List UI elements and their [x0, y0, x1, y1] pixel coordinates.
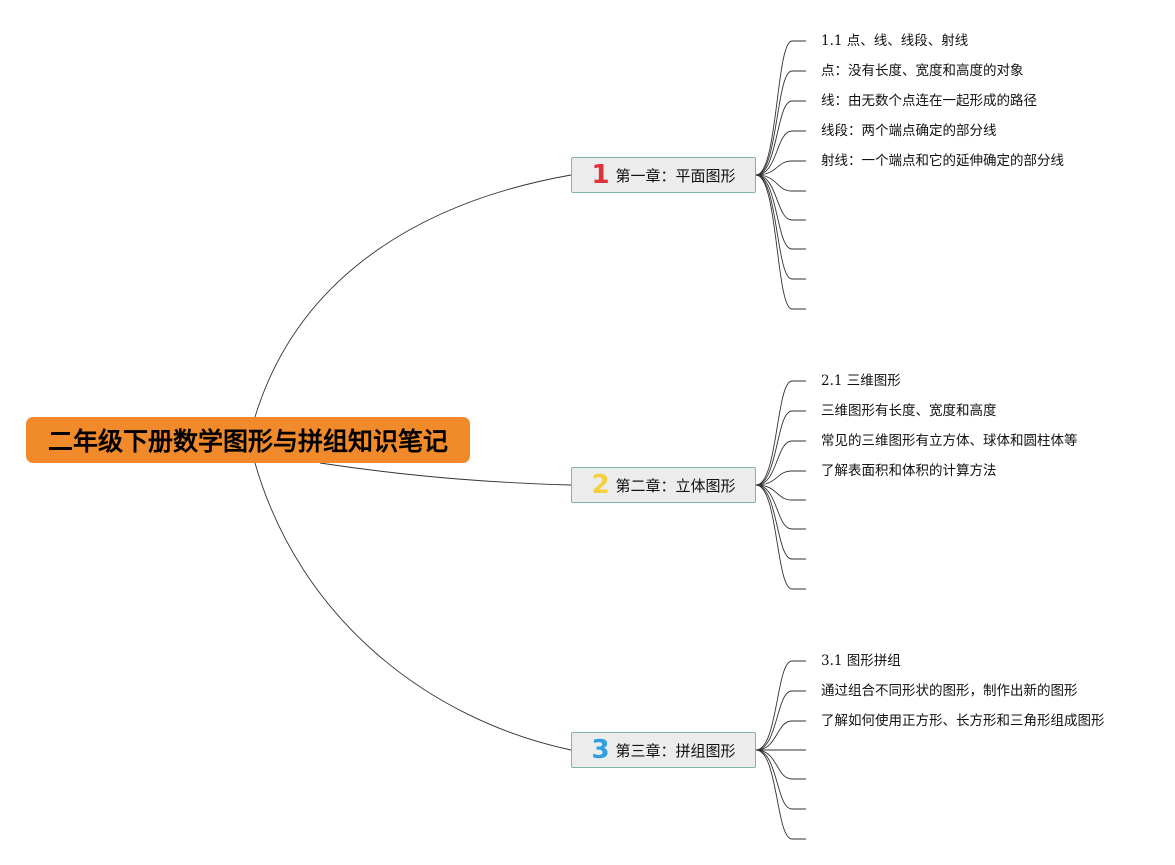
chapter-3-branch-line	[755, 749, 806, 810]
chapter-2-item[interactable]: 了解表面积和体积的计算方法	[821, 463, 997, 479]
chapter-2-branch-line	[755, 484, 806, 530]
chapter-2-branch-line	[755, 484, 806, 590]
chapter-2-node[interactable]: 2 第二章：立体图形	[571, 467, 756, 503]
central-topic-label: 二年级下册数学图形与拼组知识笔记	[47, 427, 448, 456]
chapter-3-branch-line	[755, 749, 806, 780]
root-to-chapter-3-line	[254, 462, 572, 751]
chapter-2-branch-line	[755, 440, 806, 486]
chapter-3-node[interactable]: 3 第三章：拼组图形	[571, 732, 756, 768]
chapter-2-item[interactable]: 常见的三维图形有立方体、球体和圆柱体等	[821, 433, 1078, 449]
chapter-1-branch-line	[755, 174, 806, 221]
chapter-1-item[interactable]: 1.1 点、线、线段、射线	[821, 33, 969, 49]
chapter-1-item[interactable]: 线段：两个端点确定的部分线	[821, 123, 997, 139]
chapter-3-branch-line	[755, 720, 806, 751]
chapter-2-title: 第二章：立体图形	[615, 476, 736, 495]
chapter-3-item[interactable]: 3.1 图形拼组	[821, 653, 901, 669]
chapter-2-branch-line	[755, 484, 806, 560]
chapter-1-node[interactable]: 1 第一章：平面图形	[571, 157, 756, 193]
chapter-2-branch-line	[755, 410, 806, 486]
chapter-1-branch-line	[755, 40, 806, 176]
chapter-2-branch-line	[755, 470, 806, 486]
chapter-1-item[interactable]: 点：没有长度、宽度和高度的对象	[821, 63, 1024, 79]
chapter-3-item[interactable]: 通过组合不同形状的图形，制作出新的图形	[821, 683, 1078, 699]
chapter-1-item[interactable]: 射线：一个端点和它的延伸确定的部分线	[821, 153, 1064, 169]
chapter-1-branch-line	[755, 100, 806, 176]
chapter-1-item[interactable]: 线：由无数个点连在一起形成的路径	[821, 93, 1037, 109]
root-to-chapter-2-line	[319, 462, 572, 486]
central-topic[interactable]: 二年级下册数学图形与拼组知识笔记	[26, 417, 470, 463]
chapter-3-branch-line	[755, 690, 806, 751]
chapter-2-item[interactable]: 2.1 三维图形	[821, 373, 901, 389]
chapter-2-branch-line	[755, 484, 806, 501]
chapter-1-badge: 1	[591, 160, 610, 190]
chapter-1-title: 第一章：平面图形	[615, 166, 736, 185]
chapter-1-branch-line	[755, 160, 806, 176]
chapter-1-branch-line	[755, 174, 806, 250]
chapter-2-branch-line	[755, 380, 806, 486]
chapter-2-item[interactable]: 三维图形有长度、宽度和高度	[821, 403, 997, 419]
chapter-1-branch-line	[755, 130, 806, 176]
chapter-1-branch-line	[755, 174, 806, 310]
chapter-2-badge: 2	[591, 470, 610, 500]
chapter-1-branch-line	[755, 70, 806, 176]
chapter-3-badge: 3	[591, 735, 610, 765]
chapter-1-branch-line	[755, 174, 806, 192]
chapter-3-item[interactable]: 了解如何使用正方形、长方形和三角形组成图形	[821, 713, 1105, 729]
root-to-chapter-1-line	[254, 174, 572, 418]
chapter-3-branch-line	[755, 749, 806, 840]
chapter-3-branch-line	[755, 660, 806, 751]
chapter-3-title: 第三章：拼组图形	[615, 741, 736, 760]
